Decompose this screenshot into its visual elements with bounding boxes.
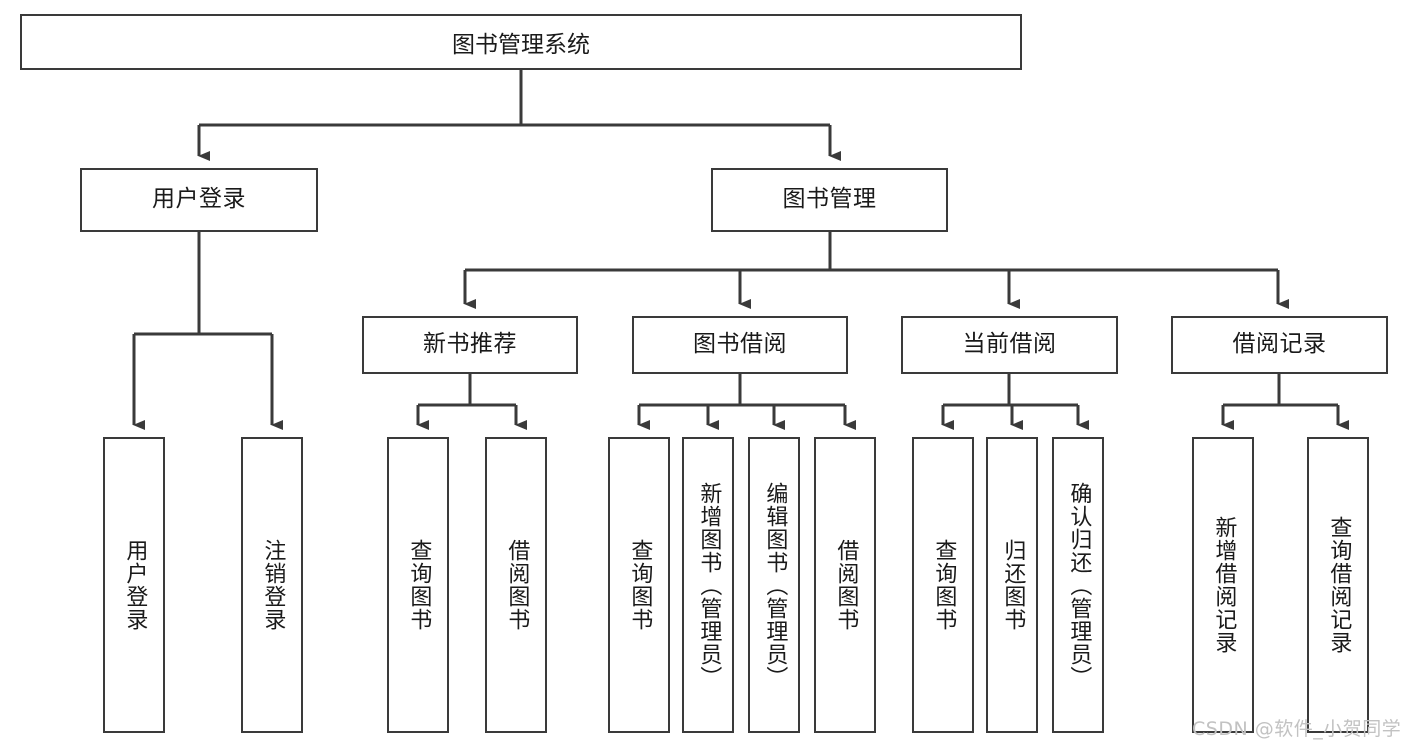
node-new-book-recommend[interactable]: 新书推荐 [362,316,578,374]
leaf-add-borrow-record[interactable]: 新增借阅记录 [1192,437,1254,733]
node-new-book-recommend-label: 新书推荐 [423,331,517,358]
leaf-query-book-borrow-label: 查询图书 [627,539,653,631]
node-book-borrow[interactable]: 图书借阅 [632,316,848,374]
leaf-add-book-admin[interactable]: 新增图书（管理员） [682,437,734,733]
leaf-query-borrow-record-label: 查询借阅记录 [1326,516,1352,654]
leaf-edit-book-admin-label: 编辑图书（管理员） [762,481,788,689]
leaf-user-login-label: 用户登录 [122,539,148,631]
node-book-borrow-label: 图书借阅 [693,331,787,358]
leaf-borrow-book-recommend[interactable]: 借阅图书 [485,437,547,733]
leaf-borrow-book-recommend-label: 借阅图书 [504,539,530,631]
leaf-return-book[interactable]: 归还图书 [986,437,1038,733]
node-current-borrow-label: 当前借阅 [962,331,1057,358]
leaf-logout[interactable]: 注销登录 [241,437,303,733]
node-book-management[interactable]: 图书管理 [711,168,948,232]
watermark: CSDN @软件_小贺同学 [1192,718,1402,740]
node-user-login-label: 用户登录 [152,186,246,213]
node-root-label: 图书管理系统 [452,32,590,58]
node-current-borrow[interactable]: 当前借阅 [901,316,1118,374]
leaf-add-borrow-record-label: 新增借阅记录 [1211,516,1237,654]
node-borrow-record[interactable]: 借阅记录 [1171,316,1388,374]
leaf-confirm-return-admin[interactable]: 确认归还（管理员） [1052,437,1104,733]
leaf-query-book-current[interactable]: 查询图书 [912,437,974,733]
leaf-query-book-borrow[interactable]: 查询图书 [608,437,670,733]
leaf-query-borrow-record[interactable]: 查询借阅记录 [1307,437,1369,733]
node-borrow-record-label: 借阅记录 [1232,331,1327,358]
leaf-logout-label: 注销登录 [260,539,286,631]
leaf-query-book-recommend-label: 查询图书 [406,539,432,631]
leaf-borrow-book-label: 借阅图书 [833,539,859,631]
node-book-management-label: 图书管理 [782,186,877,213]
node-user-login[interactable]: 用户登录 [80,168,318,232]
leaf-user-login[interactable]: 用户登录 [103,437,165,733]
node-root[interactable]: 图书管理系统 [20,14,1022,70]
leaf-return-book-label: 归还图书 [1000,539,1026,631]
leaf-edit-book-admin[interactable]: 编辑图书（管理员） [748,437,800,733]
leaf-confirm-return-admin-label: 确认归还（管理员） [1066,481,1092,689]
leaf-query-book-recommend[interactable]: 查询图书 [387,437,449,733]
leaf-query-book-current-label: 查询图书 [931,539,957,631]
leaf-add-book-admin-label: 新增图书（管理员） [696,481,722,689]
leaf-borrow-book[interactable]: 借阅图书 [814,437,876,733]
